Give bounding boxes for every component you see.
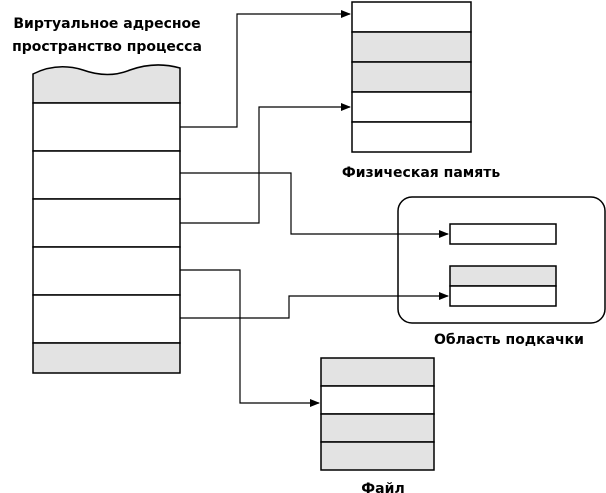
swap-slot xyxy=(449,223,557,245)
arrow-page4-to-file xyxy=(180,269,320,407)
virtual-address-space xyxy=(32,64,181,374)
physical-frame xyxy=(351,61,472,93)
physical-frame xyxy=(351,121,472,153)
virtual-torn-top xyxy=(32,64,181,104)
arrow-page5-to-swap xyxy=(180,292,449,319)
file-page xyxy=(320,357,435,387)
file-label: Файл xyxy=(361,481,404,493)
swap-area-label: Область подкачки xyxy=(434,332,584,348)
swap-slot xyxy=(449,285,557,307)
swap-area xyxy=(397,196,606,324)
arrow-page2-to-swap xyxy=(180,172,449,238)
mapping-arrows xyxy=(180,10,449,407)
arrow-page4-to-physical xyxy=(180,103,351,224)
virtual-page xyxy=(32,198,181,248)
virtual-page xyxy=(32,294,181,344)
virtual-space-title-line1: Виртуальное адресное xyxy=(13,16,200,32)
virtual-bottom-area xyxy=(32,342,181,374)
virtual-page xyxy=(32,150,181,200)
physical-memory xyxy=(351,1,472,153)
virtual-page xyxy=(32,102,181,152)
physical-frame xyxy=(351,1,472,33)
virtual-space-title-line2: пространство процесса xyxy=(12,39,202,55)
file-block xyxy=(320,357,435,471)
virtual-page xyxy=(32,246,181,296)
file-page xyxy=(320,441,435,471)
arrow-page1-to-physical xyxy=(180,10,351,128)
file-page xyxy=(320,385,435,415)
physical-frame xyxy=(351,91,472,123)
physical-frame xyxy=(351,31,472,63)
physical-memory-label: Физическая память xyxy=(342,165,501,181)
file-page xyxy=(320,413,435,443)
swap-area-border xyxy=(397,196,606,324)
swap-slot xyxy=(449,265,557,287)
